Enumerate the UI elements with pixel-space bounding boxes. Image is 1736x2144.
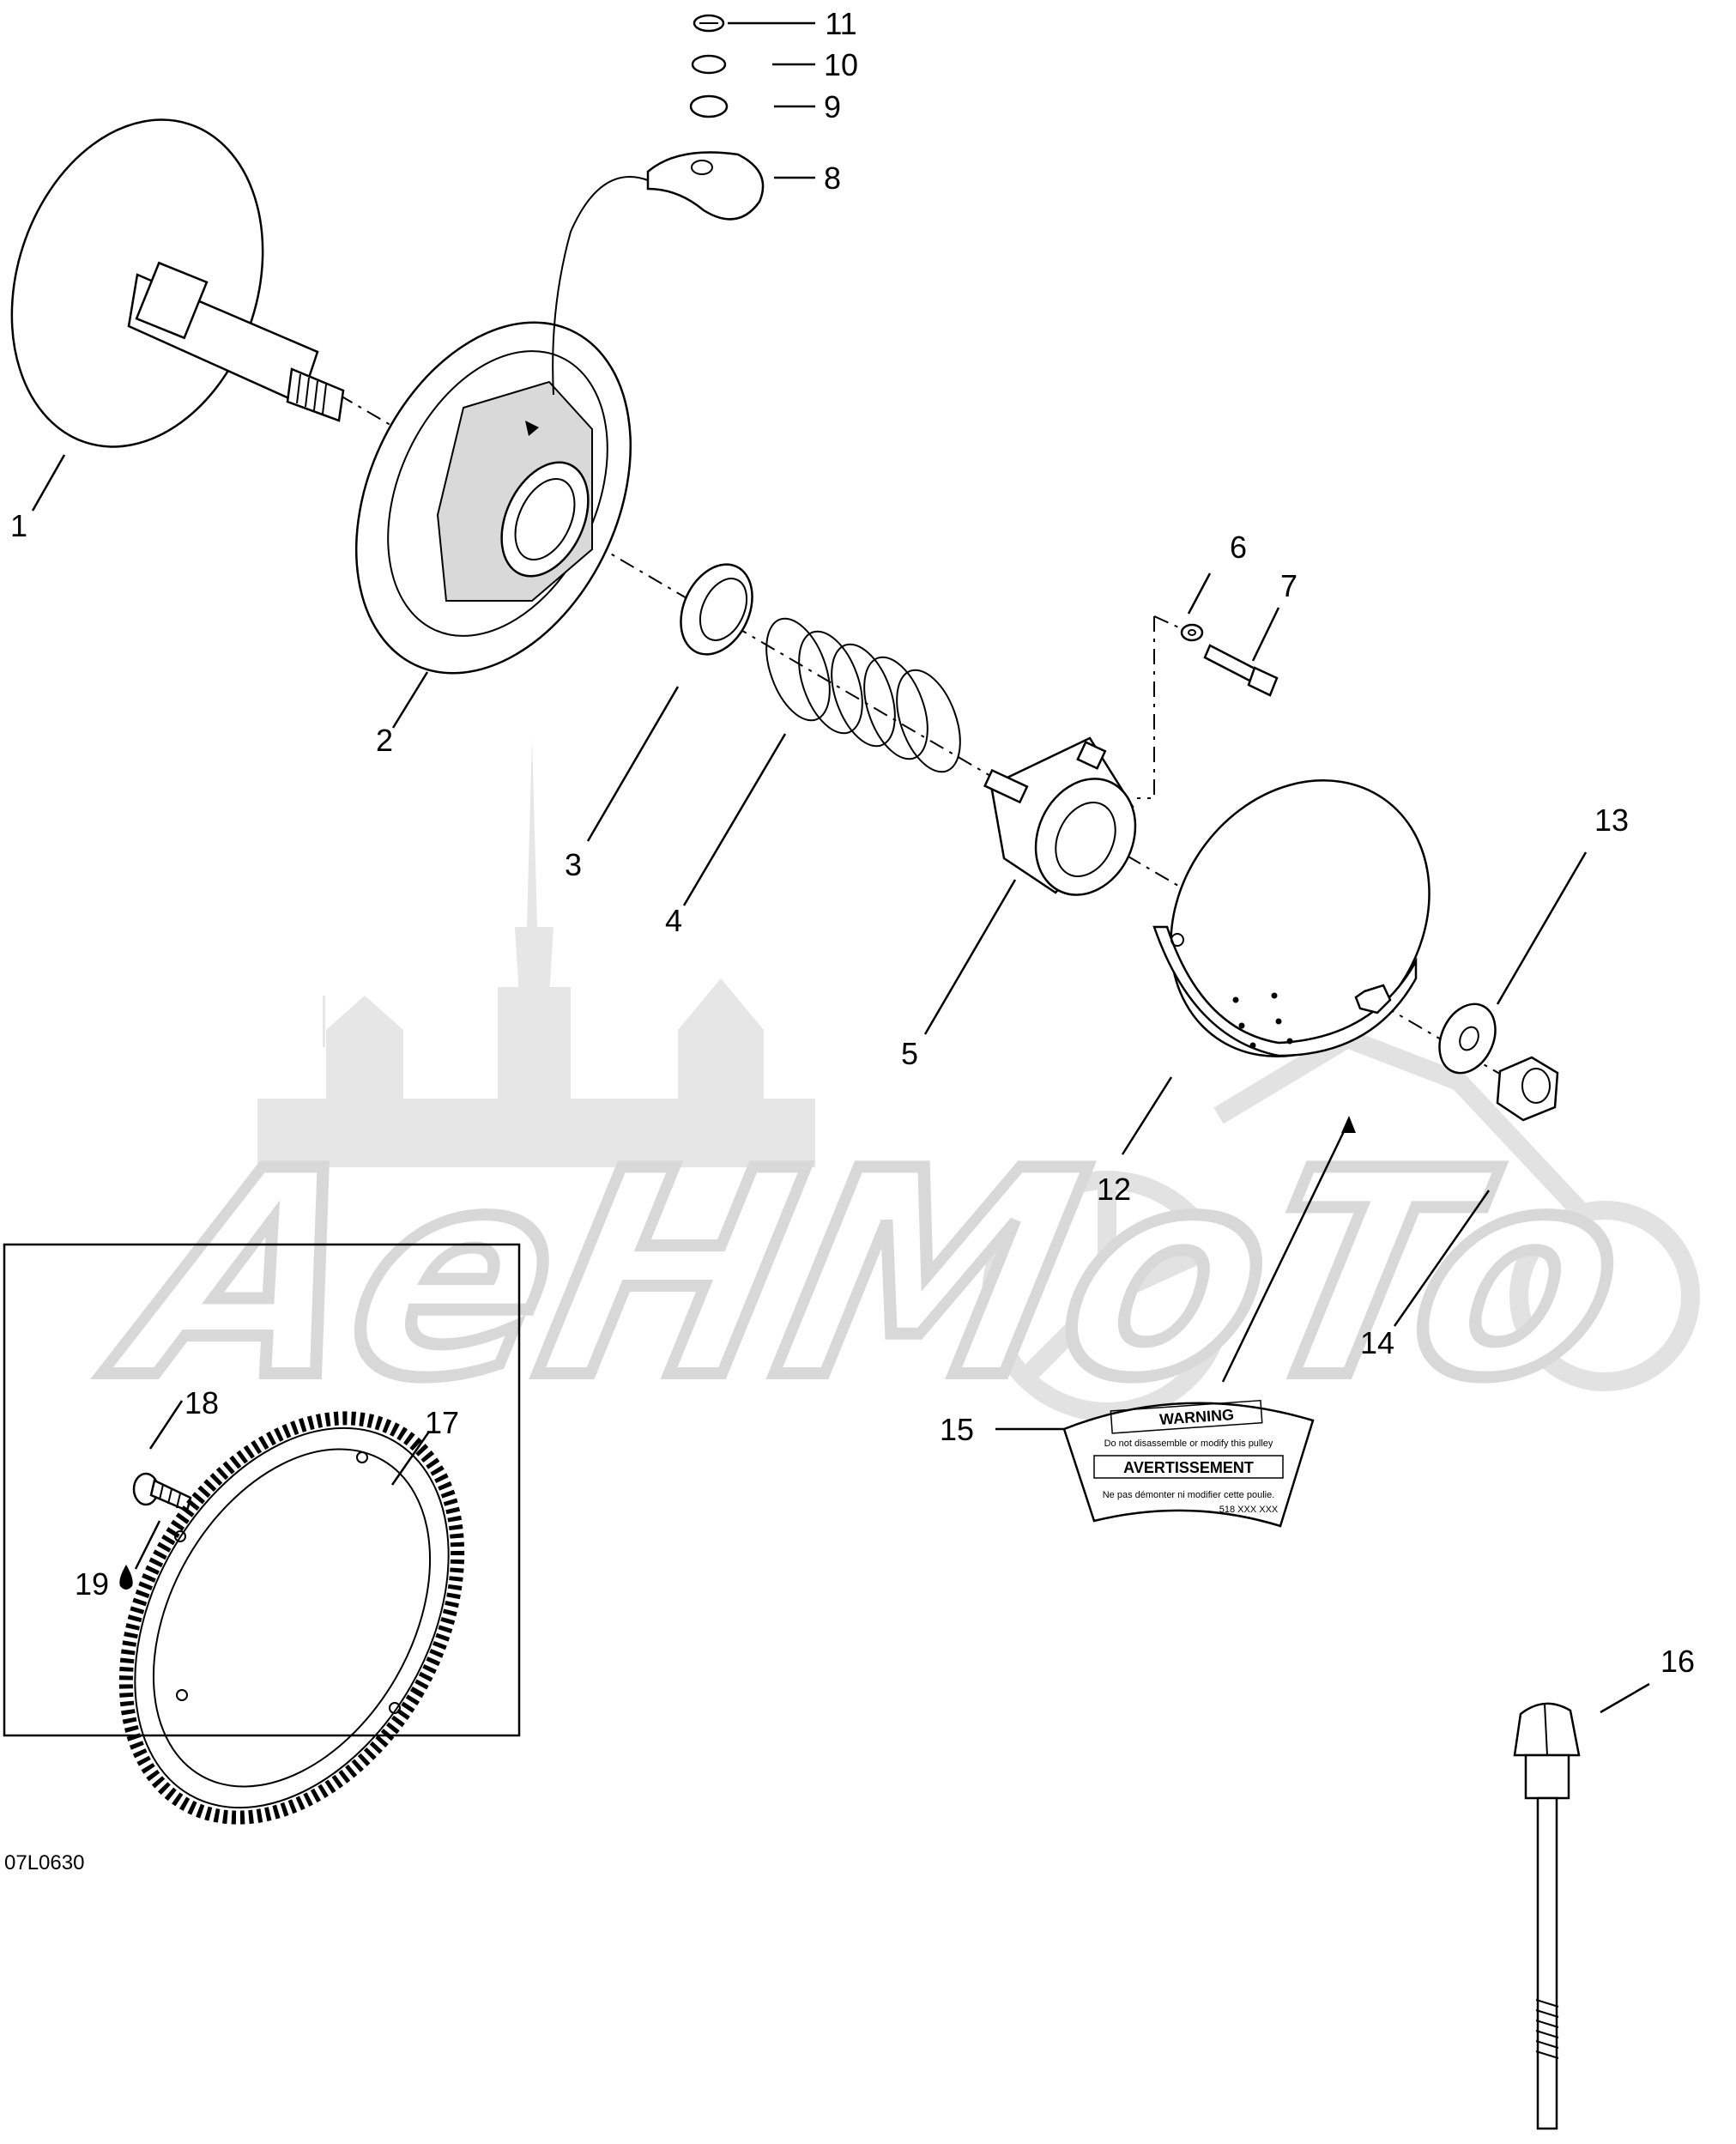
part-3-spring-cup xyxy=(680,563,753,656)
part-8-slider xyxy=(552,151,765,396)
callout-8: 8 xyxy=(824,160,841,196)
watermark-motorcycle-icon xyxy=(982,1027,1700,1421)
callout-16: 16 xyxy=(1660,1644,1695,1679)
part-9-shim xyxy=(689,94,729,118)
label-warning-code: 518 XXX XXX xyxy=(1219,1505,1279,1515)
watermark-text: AeHMoTo xyxy=(84,1110,1652,1440)
label-warning-line2: Ne pas démonter ni modifier cette poulie… xyxy=(1103,1490,1275,1500)
part-5-cam-hub xyxy=(983,736,1137,896)
callout-17: 17 xyxy=(425,1405,459,1440)
label-avertissement-title: AVERTISSEMENT xyxy=(1123,1459,1254,1476)
part-10-shim xyxy=(691,54,727,75)
callout-10: 10 xyxy=(824,47,858,82)
callout-14: 14 xyxy=(1360,1325,1394,1360)
part-14-nut xyxy=(1496,1056,1559,1122)
part-6-7-locator-line xyxy=(1137,615,1183,799)
callout-4: 4 xyxy=(665,903,682,938)
callouts: 1 2 3 4 5 6 7 8 9 10 11 12 13 14 15 16 1… xyxy=(10,6,1695,1679)
callout-6: 6 xyxy=(1230,530,1247,565)
watermark-castle-icon xyxy=(257,738,815,1167)
callout-19: 19 xyxy=(75,1566,109,1602)
watermark: AeHMoTo xyxy=(78,738,1700,1446)
callout-2: 2 xyxy=(376,723,393,758)
callout-3: 3 xyxy=(565,847,582,882)
part-13-washer xyxy=(1438,1002,1497,1075)
callout-13: 13 xyxy=(1594,802,1629,838)
callout-15: 15 xyxy=(940,1412,974,1447)
part-4-spring xyxy=(765,617,961,773)
part-15-warning-label: WARNING Do not disassemble or modify thi… xyxy=(1062,1399,1315,1528)
part-18-screw xyxy=(132,1472,192,1512)
part-12-cover xyxy=(1152,779,1431,1057)
part-2-sliding-sheave xyxy=(354,321,632,675)
callout-5: 5 xyxy=(901,1036,918,1071)
part-6-washer xyxy=(1180,623,1204,642)
part-17-ring-gear xyxy=(118,1411,465,1825)
callout-1: 1 xyxy=(10,508,27,543)
callout-11: 11 xyxy=(825,6,856,41)
part-16-bolt xyxy=(1513,1702,1581,2130)
callout-12: 12 xyxy=(1097,1172,1131,1207)
thread-locker-icon xyxy=(119,1565,133,1590)
part-1-fixed-sheave xyxy=(10,118,345,448)
drawing-reference: 07L0630 xyxy=(4,1851,84,1874)
part-7-screw xyxy=(1203,644,1279,697)
callout-18: 18 xyxy=(184,1385,219,1420)
part-11-button xyxy=(693,14,725,33)
callout-7: 7 xyxy=(1280,568,1297,603)
inset-box xyxy=(3,1243,521,1737)
callout-9: 9 xyxy=(824,89,841,124)
leader-lines xyxy=(31,21,1650,1714)
label-warning-line1: Do not disassemble or modify this pulley xyxy=(1104,1438,1273,1449)
